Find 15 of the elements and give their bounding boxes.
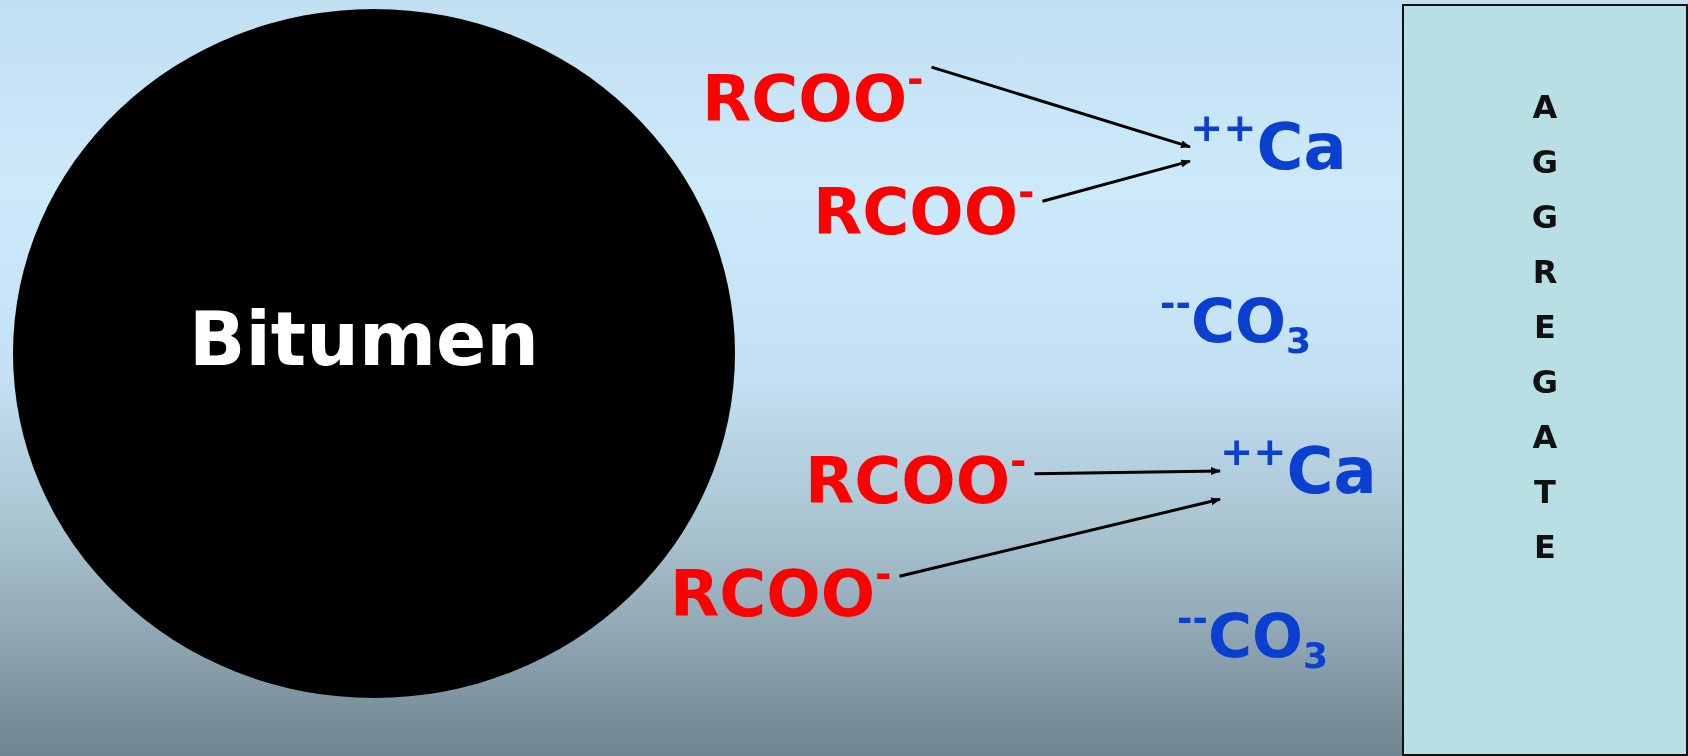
arrow bbox=[1042, 159, 1191, 203]
arrow bbox=[1034, 467, 1221, 476]
ion-label: RCOO$^{-}$ bbox=[702, 60, 924, 131]
aggregate-label: AGGREGATE bbox=[1530, 87, 1560, 569]
ion-label: $^{--}$CO$_{3}$ bbox=[1177, 600, 1328, 674]
ion-label: $^{++}$Ca bbox=[1220, 432, 1377, 503]
bitumen-label: Bitumen bbox=[189, 295, 539, 382]
arrow bbox=[899, 497, 1221, 578]
aggregate-block bbox=[1402, 4, 1688, 756]
arrow bbox=[931, 65, 1191, 149]
ion-label: $^{--}$CO$_{3}$ bbox=[1160, 285, 1311, 359]
ion-label: RCOO$^{-}$ bbox=[805, 442, 1027, 513]
ion-label: $^{++}$Ca bbox=[1190, 108, 1347, 179]
ion-label: RCOO$^{-}$ bbox=[670, 555, 892, 626]
ion-label: RCOO$^{-}$ bbox=[813, 173, 1035, 244]
